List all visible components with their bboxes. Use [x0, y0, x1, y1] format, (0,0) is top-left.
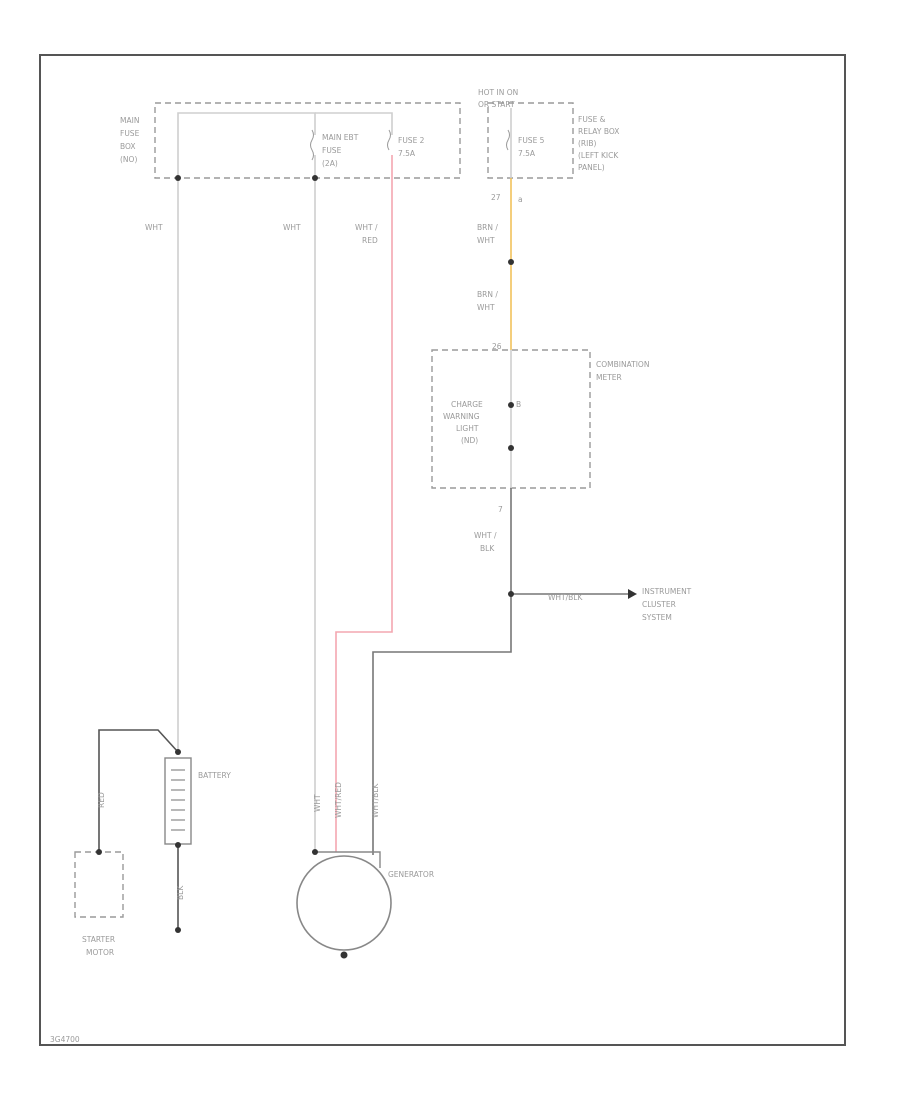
pin-26-label: 26 — [492, 342, 502, 351]
diagram-frame — [39, 54, 846, 1046]
charge-warning-light-label: CHARGE WARNING LIGHT (ND) — [443, 400, 485, 445]
pin-27-label: 27 — [491, 193, 501, 202]
wht-blk-label: WHT / BLK — [474, 531, 499, 553]
pin-7-label: 7 — [498, 505, 503, 514]
generator-icon — [296, 851, 392, 951]
combination-meter-label: COMBINATION METER — [596, 360, 652, 382]
fuse2-feed-wire — [315, 112, 393, 135]
starter-motor-label: STARTER MOTOR — [82, 935, 117, 957]
fuse2-label: FUSE 2 7.5A — [398, 136, 427, 158]
battery-icon — [164, 757, 192, 845]
main-fuse-box-label: MAIN FUSE BOX (NO) — [120, 116, 142, 164]
blk-wire-label: BLK — [176, 885, 185, 900]
red-starter-wire — [98, 729, 179, 852]
wht-red-wire — [335, 155, 393, 852]
brn-wht-label-2: BRN / WHT — [477, 290, 500, 312]
instrument-cluster-label: INSTRUMENT CLUSTER SYSTEM — [642, 587, 694, 622]
red-wire-label: RED — [97, 792, 106, 808]
fuse5-label: FUSE 5 7.5A — [518, 136, 547, 158]
wht-red-label: WHT / RED — [355, 223, 380, 245]
diagram-id-label: 3G4700 — [50, 1035, 80, 1044]
starter-motor-outline — [74, 851, 124, 918]
brn-wht-label-1: BRN / WHT — [477, 223, 500, 245]
main-bus-wire — [177, 112, 316, 178]
main-fuse-box-outline — [154, 102, 461, 179]
battery-label: BATTERY — [198, 771, 231, 780]
fuse-relay-box-outline — [487, 102, 574, 179]
connection-dots — [96, 175, 514, 959]
wires — [98, 108, 628, 930]
fuse-symbols — [310, 129, 510, 161]
generator-label: GENERATOR — [388, 870, 434, 879]
gen-wht-red-label: WHT/RED — [334, 782, 343, 818]
pin-a-label: a — [518, 195, 523, 204]
main-eps-fuse-label: MAIN EBT FUSE (2A) — [322, 133, 361, 168]
wht-blk-horizontal-label: WHT/BLK — [548, 593, 583, 602]
wht-label-1: WHT — [145, 223, 163, 232]
gen-wht-blk-label: WHT/BLK — [371, 783, 380, 818]
wht-blk-wire — [372, 488, 512, 855]
gen-wht-label: WHT — [313, 794, 322, 812]
wht-label-2: WHT — [283, 223, 301, 232]
fuse-relay-box-label: FUSE & RELAY BOX (RIB) (LEFT KICK PANEL) — [578, 115, 622, 172]
arrow-right-icon — [628, 589, 637, 599]
pin-b-label: B — [516, 400, 521, 409]
hot-in-on-label: HOT IN ON OR START — [478, 88, 521, 109]
